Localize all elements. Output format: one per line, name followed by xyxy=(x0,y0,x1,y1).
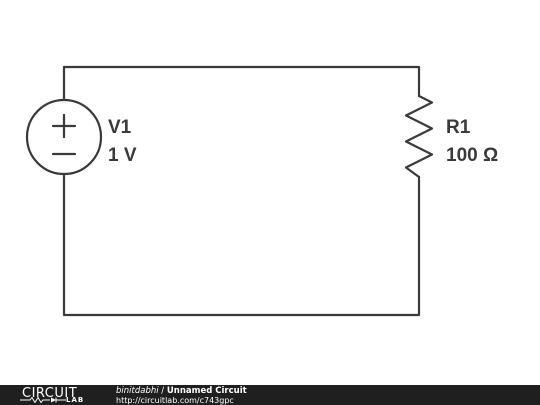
circuit-title: Unnamed Circuit xyxy=(166,386,247,396)
resistor-symbol xyxy=(404,94,434,179)
wire-top xyxy=(62,65,421,102)
resistor-value-label: 100 Ω xyxy=(446,145,499,166)
source-value-label: 1 V xyxy=(108,145,137,166)
author-link[interactable]: binitdabhi xyxy=(116,386,159,396)
circuit-url-link[interactable]: http://circuitlab.com/c743gpc xyxy=(116,396,234,405)
circuitlab-logo-subtext: LAB xyxy=(66,396,85,404)
voltage-source-symbol xyxy=(25,98,103,176)
circuitlab-logo-text: CIRCUIT xyxy=(22,386,78,401)
resistor-name-label: R1 xyxy=(446,117,471,138)
footer-bar: CIRCUIT LAB binitdabhi / Unnamed Circuit… xyxy=(0,385,540,405)
attribution-separator: / xyxy=(158,386,167,396)
logo-resistor-wire-icon xyxy=(20,397,66,403)
source-name-label: V1 xyxy=(108,117,132,138)
circuit-attribution: binitdabhi / Unnamed Circuit xyxy=(116,386,247,396)
wire-bottom xyxy=(62,172,421,317)
